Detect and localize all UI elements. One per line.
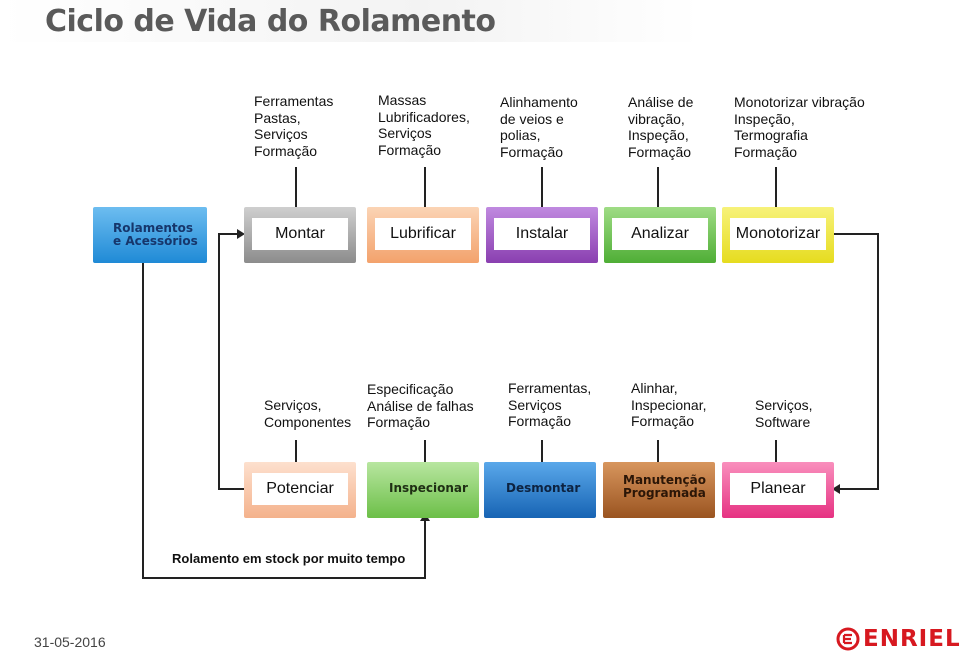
box-monotorizar-label: Monotorizar [730, 218, 826, 250]
box-planear-label: Planear [730, 473, 826, 505]
box-instalar: Instalar [486, 207, 598, 263]
arrow-planear [832, 484, 840, 494]
loop-stock [142, 262, 426, 579]
label-montar: Ferramentas Pastas, Serviços Formação [254, 93, 334, 159]
box-rolamentos-label: Rolamentos e Acessórios [113, 221, 198, 248]
label-inspecionar: Especificação Análise de falhas Formação [367, 381, 474, 430]
footer-date: 31-05-2016 [34, 634, 106, 650]
enriel-logo-icon [836, 627, 860, 651]
box-potenciar-label: Potenciar [252, 473, 348, 505]
box-potenciar: Potenciar [244, 462, 356, 518]
loop-right [834, 233, 879, 490]
box-inspecionar-label: Inspecionar [389, 481, 468, 495]
label-monotorizar: Monotorizar vibração Inspeção, Termograf… [734, 94, 865, 160]
box-montar-label: Montar [252, 218, 348, 250]
box-analizar: Analizar [604, 207, 716, 263]
box-desmontar: Desmontar [484, 462, 596, 518]
enriel-logo: ENRIEL [836, 624, 960, 654]
label-desmontar: Ferramentas, Serviços Formação [508, 380, 592, 429]
box-rolamentos: Rolamentos e Acessórios [93, 207, 207, 263]
box-montar: Montar [244, 207, 356, 263]
label-analizar: Análise de vibração, Inspeção, Formação [628, 94, 694, 160]
box-lubrificar: Lubrificar [367, 207, 479, 263]
title-band [0, 0, 700, 42]
box-lubrificar-label: Lubrificar [375, 218, 471, 250]
box-manutencao-label: Manutenção Programada [623, 473, 706, 500]
box-instalar-label: Instalar [494, 218, 590, 250]
box-monotorizar: Monotorizar [722, 207, 834, 263]
loop-left [218, 233, 244, 490]
box-analizar-label: Analizar [612, 218, 708, 250]
label-planear: Serviços, Software [755, 397, 813, 430]
box-inspecionar: Inspecionar [367, 462, 479, 518]
box-manutencao: Manutenção Programada [603, 462, 715, 518]
label-lubrificar: Massas Lubrificadores, Serviços Formação [378, 92, 470, 158]
box-planear: Planear [722, 462, 834, 518]
enriel-logo-text: ENRIEL [863, 626, 960, 652]
label-potenciar: Serviços, Componentes [264, 397, 352, 430]
label-instalar: Alinhamento de veios e polias, Formação [500, 94, 578, 160]
arrow-montar [237, 229, 245, 239]
label-manutencao: Alinhar, Inspecionar, Formação [631, 380, 707, 429]
box-desmontar-label: Desmontar [506, 481, 581, 495]
stock-note: Rolamento em stock por muito tempo [172, 551, 406, 566]
page-title: Ciclo de Vida do Rolamento [45, 4, 496, 39]
